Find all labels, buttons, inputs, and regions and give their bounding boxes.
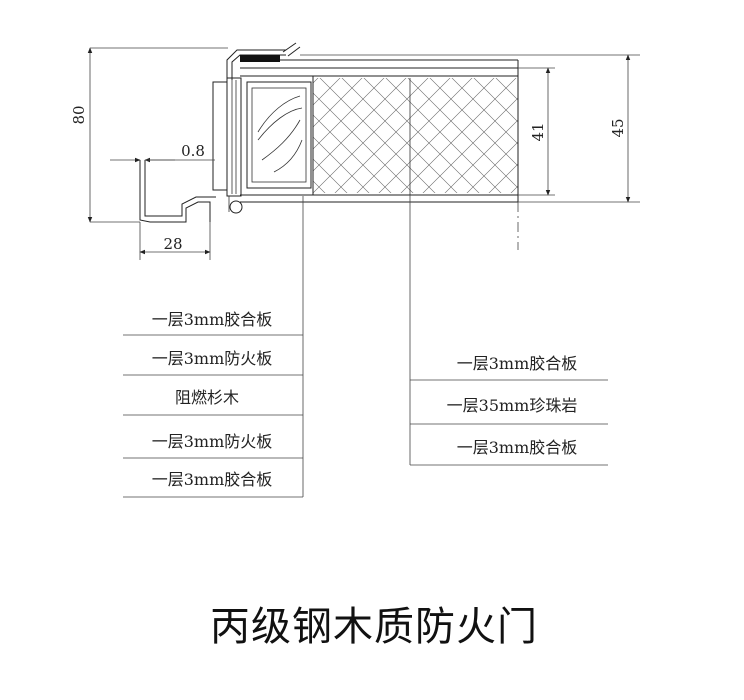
dim-sheet-thickness: 0.8 xyxy=(181,142,205,160)
stile-block xyxy=(246,81,312,189)
frame-layer-callout xyxy=(123,196,304,498)
frame-layer-label: 一层3mm防火板 xyxy=(152,349,273,368)
panel-layer-callout xyxy=(409,195,608,466)
steel-frame-profile xyxy=(139,42,301,223)
frame-layer-label: 一层3mm胶合板 xyxy=(152,310,273,329)
door-leaf-skins xyxy=(240,59,519,203)
panel-layer-label: 一层3mm胶合板 xyxy=(457,438,578,457)
dimension-lines xyxy=(87,47,631,255)
seal-strip xyxy=(240,55,280,62)
extension-lines xyxy=(90,47,640,260)
frame-layer-label: 一层3mm防火板 xyxy=(152,432,273,451)
panel-layer-label: 一层35mm珍珠岩 xyxy=(447,396,578,415)
dim-frame-width: 28 xyxy=(163,235,182,253)
hinge-pin xyxy=(229,200,243,214)
dim-core-thickness: 41 xyxy=(529,122,547,141)
frame-layer-label: 阻燃杉木 xyxy=(175,388,239,407)
dim-door-thickness: 45 xyxy=(609,118,627,137)
drawing-title: 丙级钢木质防火门 xyxy=(210,604,538,650)
dim-frame-height: 80 xyxy=(70,105,88,124)
frame-layer-label: 一层3mm胶合板 xyxy=(152,470,273,489)
panel-layer-label: 一层3mm胶合板 xyxy=(457,354,578,373)
door-leaf-core xyxy=(313,78,518,195)
